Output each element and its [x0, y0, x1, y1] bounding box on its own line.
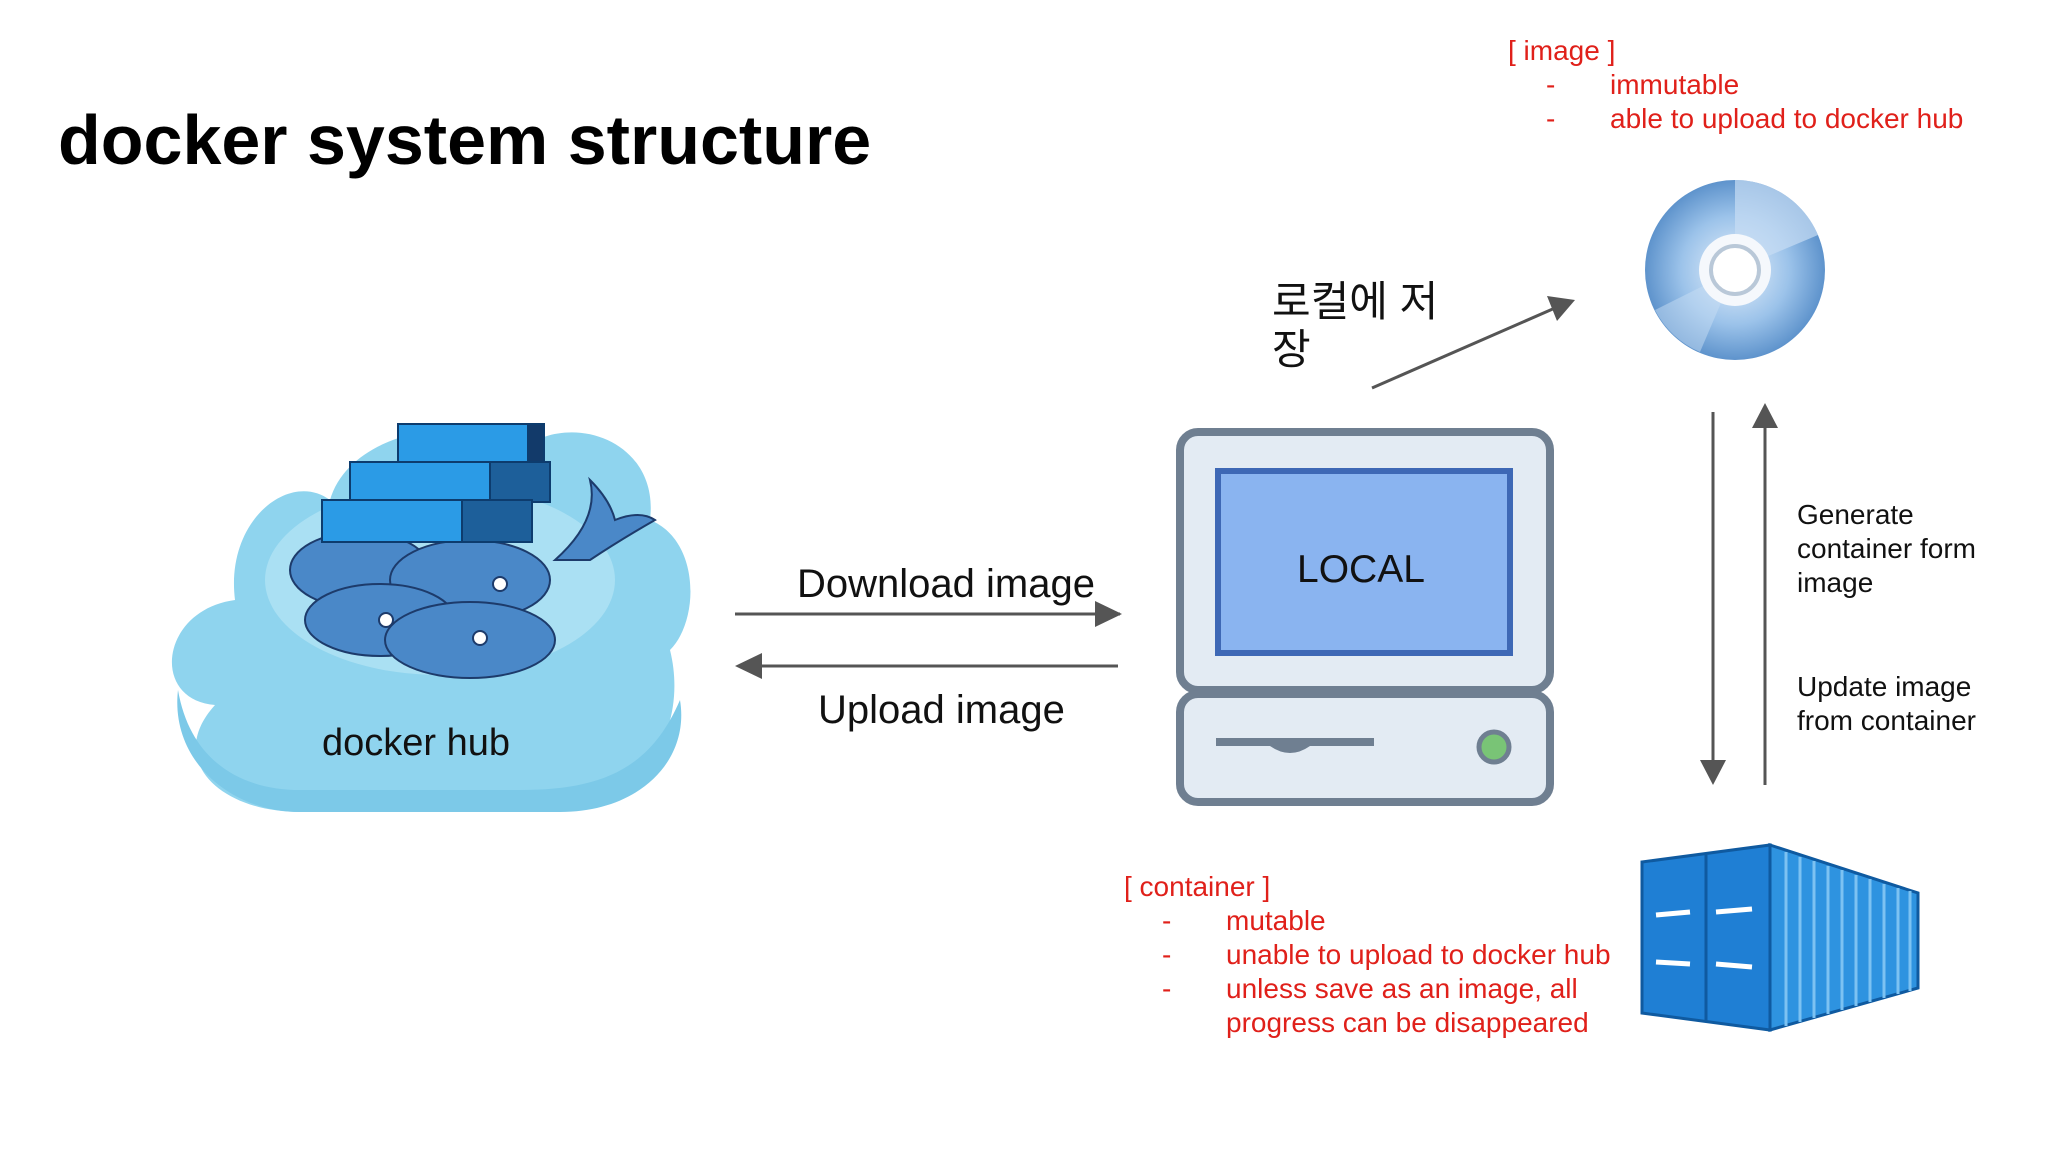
generate-container-arrow [1700, 412, 1726, 785]
image-note: [ image ] immutable able to upload to do… [1508, 34, 2028, 136]
download-arrow [735, 601, 1122, 627]
image-note-heading: [ image ] [1508, 35, 1616, 66]
save-local-label: 로컬에 저장 [1272, 278, 1439, 373]
generate-label: Generate container form image [1797, 499, 1976, 598]
docker-whale-icon [171, 423, 691, 812]
local-label: LOCAL [1297, 548, 1425, 591]
disc-icon [1645, 179, 1825, 360]
page-title: docker system structure [58, 101, 872, 179]
upload-arrow [735, 653, 1118, 679]
image-note-item: immutable [1508, 68, 2028, 102]
upload-label: Upload image [818, 688, 1065, 732]
container-note: [ container ] mutable unable to upload t… [1124, 870, 1624, 1040]
container-note-item: unless save as an image, all progress ca… [1124, 972, 1624, 1040]
download-label: Download image [797, 562, 1095, 606]
container-note-item: unable to upload to docker hub [1124, 938, 1624, 972]
container-note-heading: [ container ] [1124, 871, 1271, 902]
image-note-item: able to upload to docker hub [1508, 102, 2028, 136]
update-image-arrow [1752, 403, 1778, 785]
container-note-item: mutable [1124, 904, 1624, 938]
shipping-container-icon [1640, 842, 1920, 1032]
computer-icon [1176, 428, 1554, 806]
update-label: Update image from container [1797, 671, 1976, 736]
hub-label: docker hub [322, 722, 511, 764]
save-local-arrow [1371, 296, 1575, 390]
